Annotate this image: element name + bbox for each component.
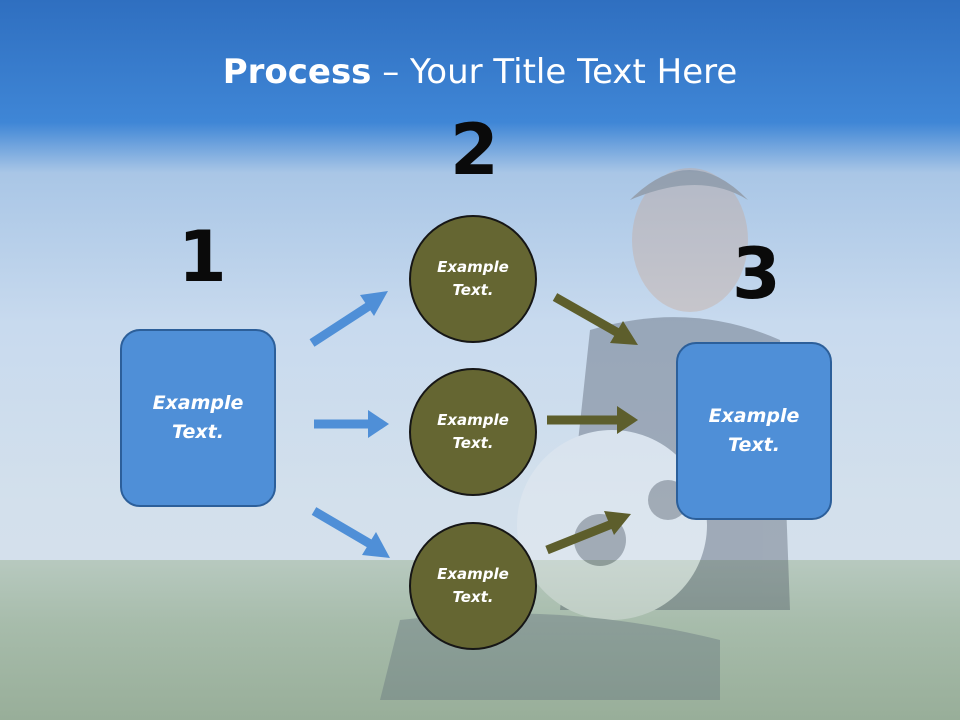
step-2-circle-top: Example Text. [409,215,537,343]
olive-arrow-down-right [552,293,638,345]
circle-middle-text: Example Text. [437,411,509,452]
step-3-box: Example Text. [676,342,832,520]
title-rest: – Your Title Text Here [371,52,738,92]
step-1-box: Example Text. [120,329,276,507]
olive-arrow-up-right [545,511,631,555]
slide-title: Process – Your Title Text Here [0,52,960,92]
step-2-circle-middle: Example Text. [409,368,537,496]
step-2-circle-bottom: Example Text. [409,522,537,650]
blue-arrow-up [309,291,388,347]
olive-arrow-right [547,406,638,434]
step-number-1: 1 [178,216,227,298]
circle-bottom-text: Example Text. [437,565,509,606]
step-1-box-text: Example Text. [152,392,244,443]
blue-arrow-right [314,410,389,438]
circle-top-text: Example Text. [437,258,509,299]
step-number-3: 3 [732,233,781,315]
title-bold: Process [222,52,372,92]
blue-arrow-down [311,507,390,558]
step-number-2: 2 [450,109,499,191]
step-3-box-text: Example Text. [708,405,800,456]
